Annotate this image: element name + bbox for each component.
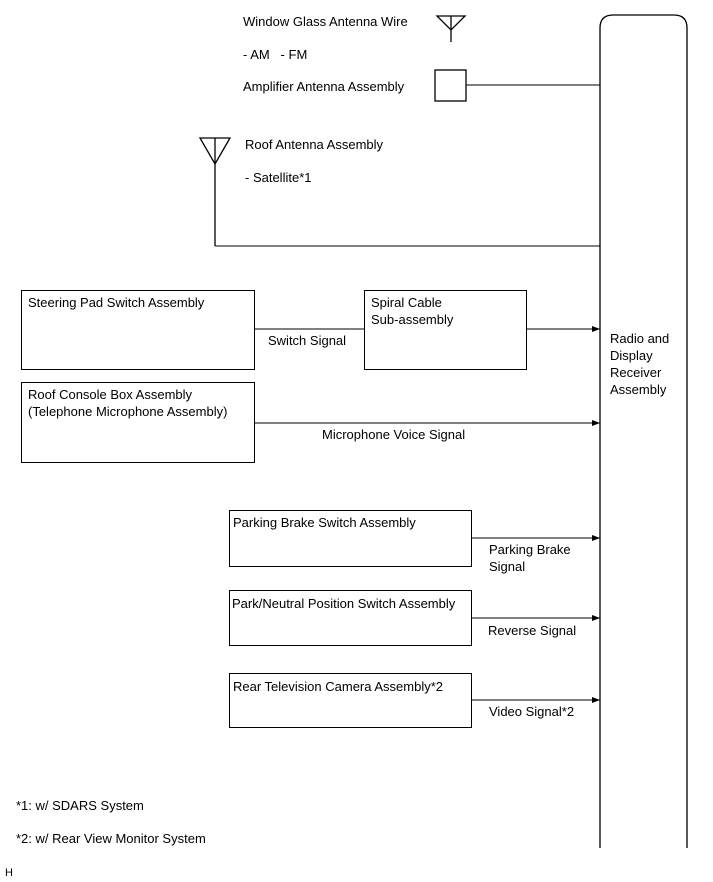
rear-camera-label: Rear Television Camera Assembly*2 xyxy=(233,679,444,694)
spiral-cable-box: Spiral Cable Sub-assembly xyxy=(364,290,527,370)
receiver-outline xyxy=(599,14,688,848)
receiver-label-line-3: Receiver xyxy=(610,365,662,380)
window-glass-antenna-label: Window Glass Antenna Wire xyxy=(243,14,408,29)
roof-console-label-line-1: Roof Console Box Assembly xyxy=(28,387,193,402)
video-signal-label: Video Signal*2 xyxy=(489,704,575,719)
window-glass-antenna-icon xyxy=(435,15,467,42)
spiral-cable-label-line-2: Sub-assembly xyxy=(371,312,454,327)
steering-pad-switch-box: Steering Pad Switch Assembly xyxy=(21,290,255,370)
spiral-cable-label-line-1: Spiral Cable xyxy=(371,295,442,310)
window-glass-bands-label: - AM - FM xyxy=(243,47,308,62)
footnote-2: *2: w/ Rear View Monitor System xyxy=(16,831,206,846)
corner-mark: H xyxy=(5,867,13,879)
roof-antenna-band-label: - Satellite*1 xyxy=(245,170,312,185)
roof-console-box: Roof Console Box Assembly (Telephone Mic… xyxy=(21,382,255,463)
park-neutral-switch-label: Park/Neutral Position Switch Assembly xyxy=(232,596,456,611)
parking-brake-switch-box: Parking Brake Switch Assembly xyxy=(229,510,472,567)
roof-antenna-label: Roof Antenna Assembly xyxy=(245,137,384,152)
parking-brake-signal-label-line-1: Parking Brake xyxy=(489,542,571,557)
footnote-1: *1: w/ SDARS System xyxy=(16,798,144,813)
roof-console-label-line-2: (Telephone Microphone Assembly) xyxy=(28,404,228,419)
receiver-label-line-1: Radio and xyxy=(610,331,670,346)
parking-brake-signal-label-line-2: Signal xyxy=(489,559,526,574)
microphone-signal-label: Microphone Voice Signal xyxy=(322,427,466,442)
receiver-label-line-2: Display xyxy=(610,348,653,363)
steering-pad-switch-label: Steering Pad Switch Assembly xyxy=(28,295,205,310)
parking-brake-switch-label: Parking Brake Switch Assembly xyxy=(233,515,416,530)
roof-antenna-icon xyxy=(198,137,600,247)
reverse-signal-label: Reverse Signal xyxy=(488,623,577,638)
amplifier-box xyxy=(434,69,467,102)
park-neutral-switch-box: Park/Neutral Position Switch Assembly xyxy=(229,590,472,646)
receiver-label-line-4: Assembly xyxy=(610,382,667,397)
switch-signal-label: Switch Signal xyxy=(268,333,347,348)
rear-camera-box: Rear Television Camera Assembly*2 xyxy=(229,673,472,728)
amplifier-antenna-label: Amplifier Antenna Assembly xyxy=(243,79,405,94)
